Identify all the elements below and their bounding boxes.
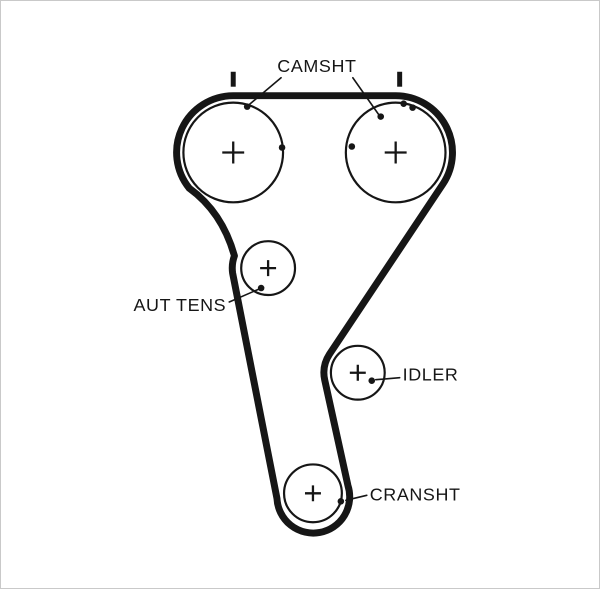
crankshaft-center-cross bbox=[304, 485, 321, 502]
camshaft-right-timing-dot bbox=[348, 143, 356, 150]
crankshaft-pulley bbox=[282, 463, 345, 524]
idler-center-cross bbox=[349, 364, 366, 381]
camshaft-right-mark-dot-a bbox=[400, 100, 407, 107]
crankshaft-leader-dot bbox=[337, 498, 345, 505]
idler-pulley bbox=[329, 344, 386, 401]
auto-tensioner-label: AUT TENS bbox=[133, 295, 226, 315]
camshaft-pulley-right bbox=[344, 100, 447, 204]
idler-leader-line bbox=[374, 376, 401, 381]
camshaft-pulley-left-center-cross bbox=[222, 141, 245, 164]
auto-tensioner-leader-dot bbox=[257, 284, 265, 292]
camshaft-right-mark-dot-b bbox=[409, 104, 416, 111]
camshaft-callout: CAMSHT bbox=[248, 56, 380, 116]
camshaft-pulley-left bbox=[182, 101, 286, 204]
camshaft-label: CAMSHT bbox=[277, 56, 356, 76]
idler-leader-dot bbox=[368, 377, 376, 384]
crankshaft-label: CRANSHT bbox=[370, 484, 461, 504]
auto-tensioner-center-cross bbox=[260, 260, 277, 277]
camshaft-leader-line-left bbox=[248, 76, 282, 106]
camshaft-leader-line-right bbox=[352, 76, 380, 116]
auto-tensioner-leader-line bbox=[228, 288, 260, 303]
camshaft-pulley-right-center-cross bbox=[384, 141, 407, 164]
auto-tensioner-pulley bbox=[240, 240, 297, 297]
camshaft-left-timing-dot bbox=[278, 144, 286, 151]
crankshaft-callout: CRANSHT bbox=[345, 484, 461, 504]
idler-callout: IDLER bbox=[374, 365, 459, 385]
idler-label: IDLER bbox=[403, 365, 459, 385]
timing-belt bbox=[173, 92, 456, 537]
crankshaft-leader-line bbox=[345, 494, 368, 502]
auto-tensioner-callout: AUT TENS bbox=[133, 288, 260, 315]
